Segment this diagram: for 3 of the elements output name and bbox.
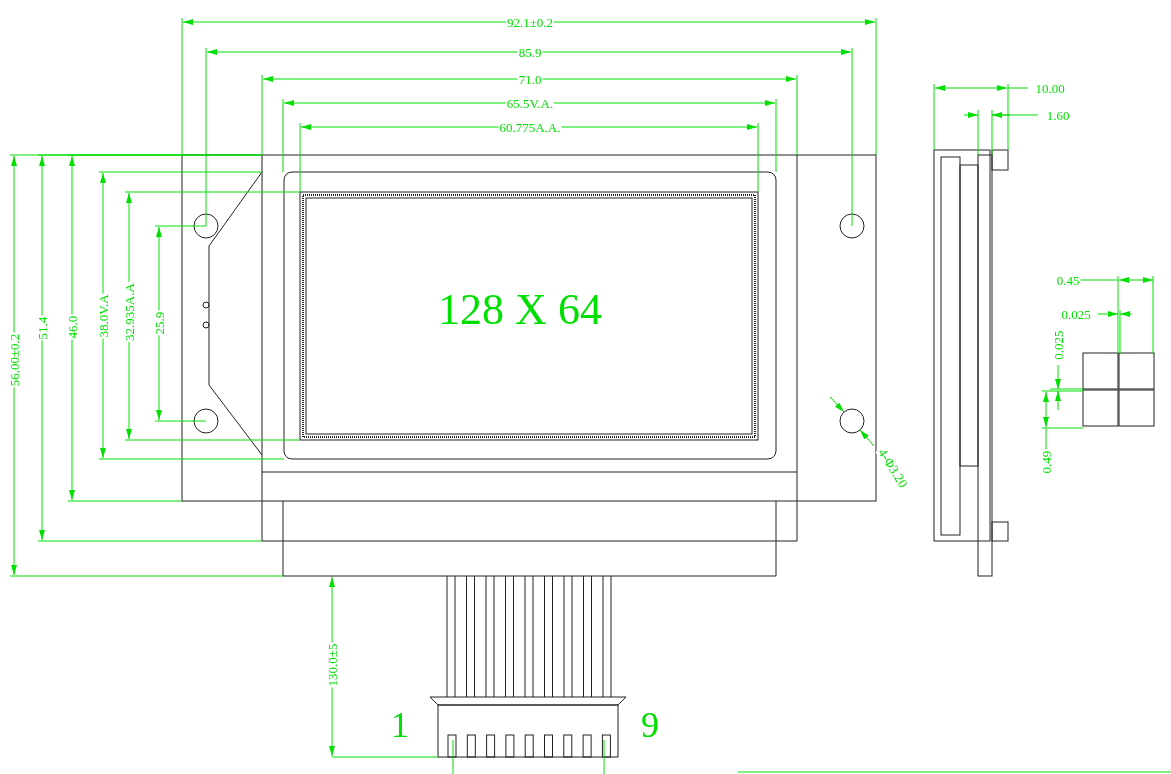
pin-number: 1 <box>390 707 410 743</box>
resolution-label: 128 X 64 <box>437 288 603 332</box>
pin-number: 9 <box>640 707 660 743</box>
